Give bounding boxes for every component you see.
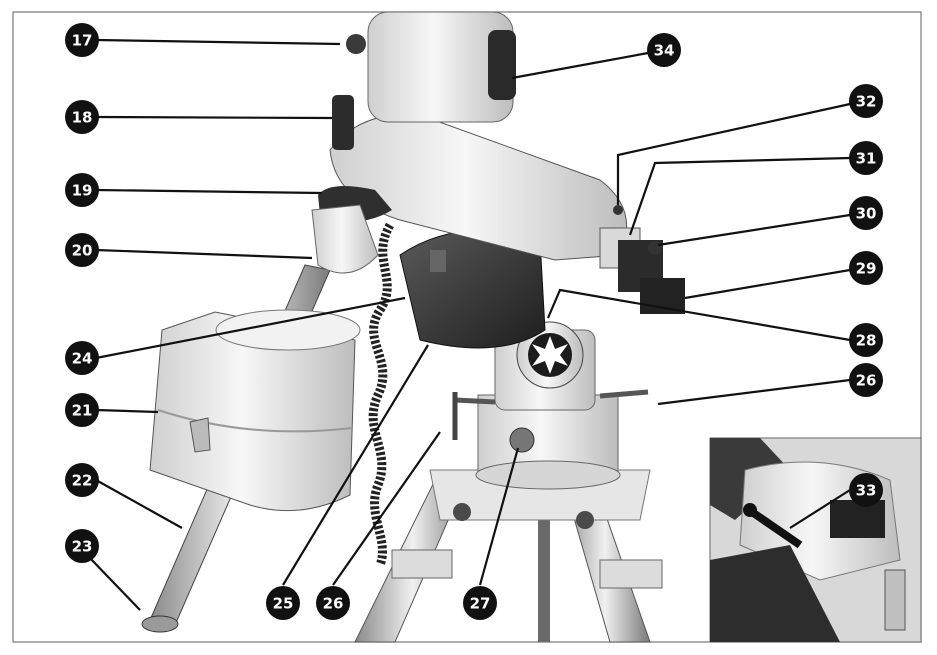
callout-26-right: 26: [849, 363, 883, 397]
svg-text:30: 30: [856, 205, 877, 223]
callout-34: 34: [647, 33, 681, 67]
svg-text:17: 17: [72, 32, 93, 50]
svg-text:34: 34: [654, 42, 675, 60]
svg-text:21: 21: [72, 402, 93, 420]
svg-text:25: 25: [273, 595, 294, 613]
callout-20: 20: [65, 233, 99, 267]
svg-text:32: 32: [856, 93, 877, 111]
svg-text:22: 22: [72, 472, 93, 490]
declination-axis: [311, 11, 628, 274]
callout-25: 25: [266, 586, 300, 620]
svg-text:28: 28: [856, 332, 877, 350]
hand-controller-cable: [368, 222, 395, 567]
callout-18: 18: [65, 100, 99, 134]
callout-21: 21: [65, 393, 99, 427]
callout-27: 27: [463, 586, 497, 620]
callout-22: 22: [65, 463, 99, 497]
svg-text:18: 18: [72, 109, 93, 127]
callout-31: 31: [849, 141, 883, 175]
tripod-legs: [354, 469, 663, 643]
svg-text:29: 29: [856, 260, 877, 278]
counterweight: [149, 309, 361, 512]
svg-text:23: 23: [72, 538, 93, 556]
svg-text:31: 31: [856, 150, 877, 168]
latitude-dial: [516, 321, 584, 389]
svg-text:26: 26: [856, 372, 877, 390]
svg-text:19: 19: [72, 182, 93, 200]
svg-text:24: 24: [72, 350, 93, 368]
callout-24: 24: [65, 341, 99, 375]
svg-text:20: 20: [72, 242, 93, 260]
callout-26-bottom: 26: [316, 586, 350, 620]
callout-30: 30: [849, 196, 883, 230]
svg-text:33: 33: [856, 482, 877, 500]
callout-28: 28: [849, 323, 883, 357]
svg-text:26: 26: [323, 595, 344, 613]
callout-33: 33: [849, 473, 883, 507]
callout-32: 32: [849, 84, 883, 118]
callout-19: 19: [65, 173, 99, 207]
motor-housing: [399, 229, 546, 349]
callout-23: 23: [65, 529, 99, 563]
svg-text:27: 27: [470, 595, 491, 613]
leader-lines: [87, 38, 851, 611]
callout-29: 29: [849, 251, 883, 285]
inset-detail-photo: [709, 437, 922, 643]
callout-17: 17: [65, 23, 99, 57]
